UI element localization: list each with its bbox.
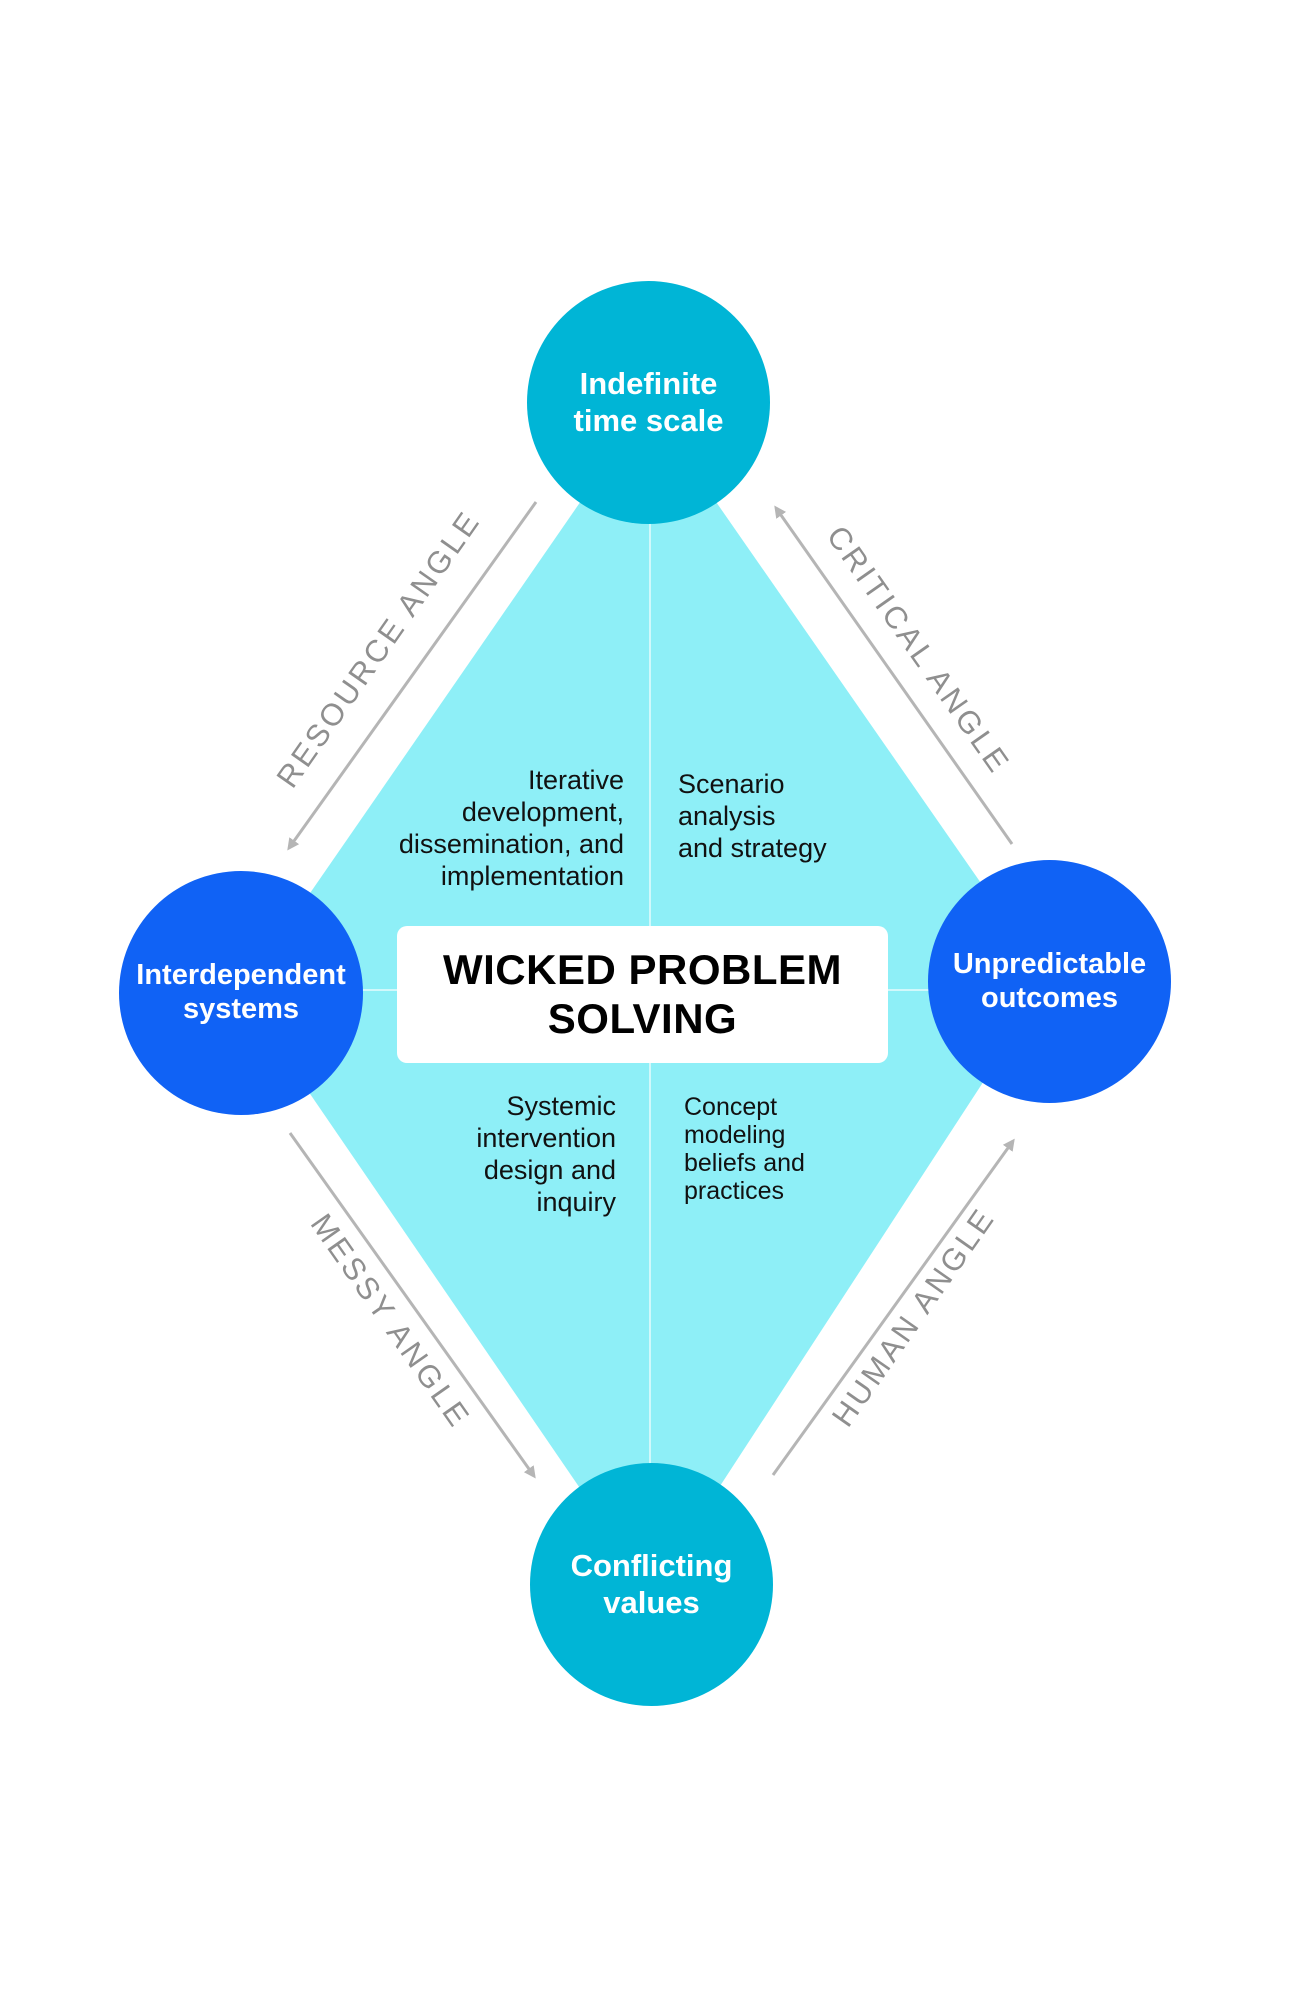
- messy-angle-arrow: [288, 1132, 536, 1479]
- node-interdependent-systems: Interdependent systems: [119, 871, 363, 1115]
- critical-angle-arrow: [774, 505, 1014, 845]
- node-indefinite-time-scale: Indefinite time scale: [527, 281, 770, 524]
- node-conflicting-values: Conflicting values: [530, 1463, 773, 1706]
- quadrant-top-right-text: Scenario analysis and strategy: [678, 769, 827, 863]
- node-unpredictable-outcomes: Unpredictable outcomes: [928, 860, 1171, 1103]
- quadrant-top-left-text: Iterative development, dissemination, an…: [398, 765, 624, 891]
- resource-angle-arrow: [287, 501, 538, 851]
- quadrant-bottom-left-text: Systemic intervention design and inquiry: [476, 1091, 616, 1217]
- human-angle-arrow: [771, 1138, 1015, 1476]
- center-title: WICKED PROBLEM SOLVING: [397, 926, 888, 1063]
- quadrant-bottom-right-text: Concept modeling beliefs and practices: [684, 1093, 805, 1205]
